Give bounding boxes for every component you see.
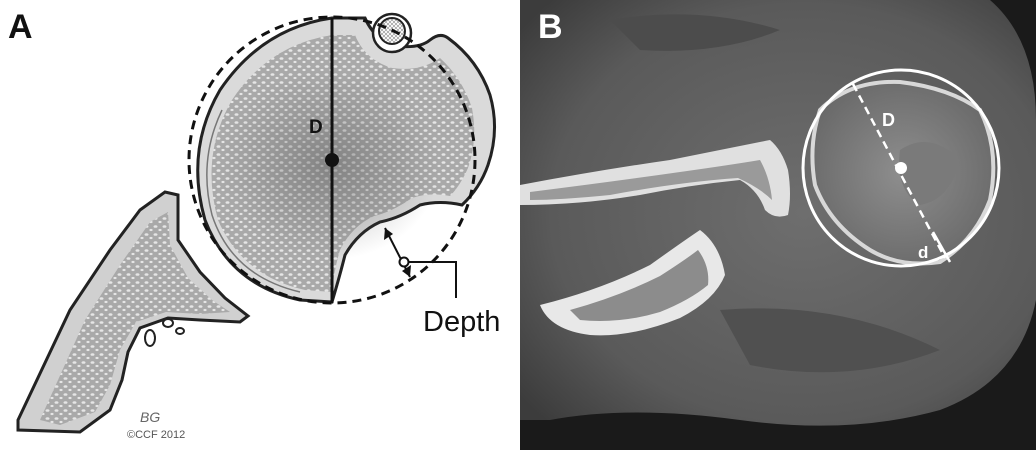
diameter-label: D [309, 117, 323, 138]
panel-a-illustration: D Depth BG ©CCF 2012 A [0, 0, 520, 450]
humeral-head [198, 14, 495, 302]
ct-scan-svg: D d [520, 0, 1036, 450]
small-foramen [176, 328, 184, 334]
ct-center-dot [895, 162, 907, 174]
ct-depth-label: d [918, 243, 928, 262]
bone-graft-plug [373, 14, 411, 52]
panel-letter-b: B [538, 10, 563, 44]
center-dot [325, 153, 339, 167]
panel-letter-a: A [8, 10, 33, 44]
illustration-svg: D Depth BG ©CCF 2012 [0, 0, 520, 450]
depth-label: Depth [423, 306, 500, 338]
ct-diameter-label: D [882, 110, 895, 130]
panel-b-ct-scan: D d B [520, 0, 1036, 450]
artist-signature: BG [140, 409, 160, 425]
small-foramen [163, 319, 173, 327]
copyright-text: ©CCF 2012 [127, 429, 185, 441]
small-foramen [145, 330, 155, 346]
